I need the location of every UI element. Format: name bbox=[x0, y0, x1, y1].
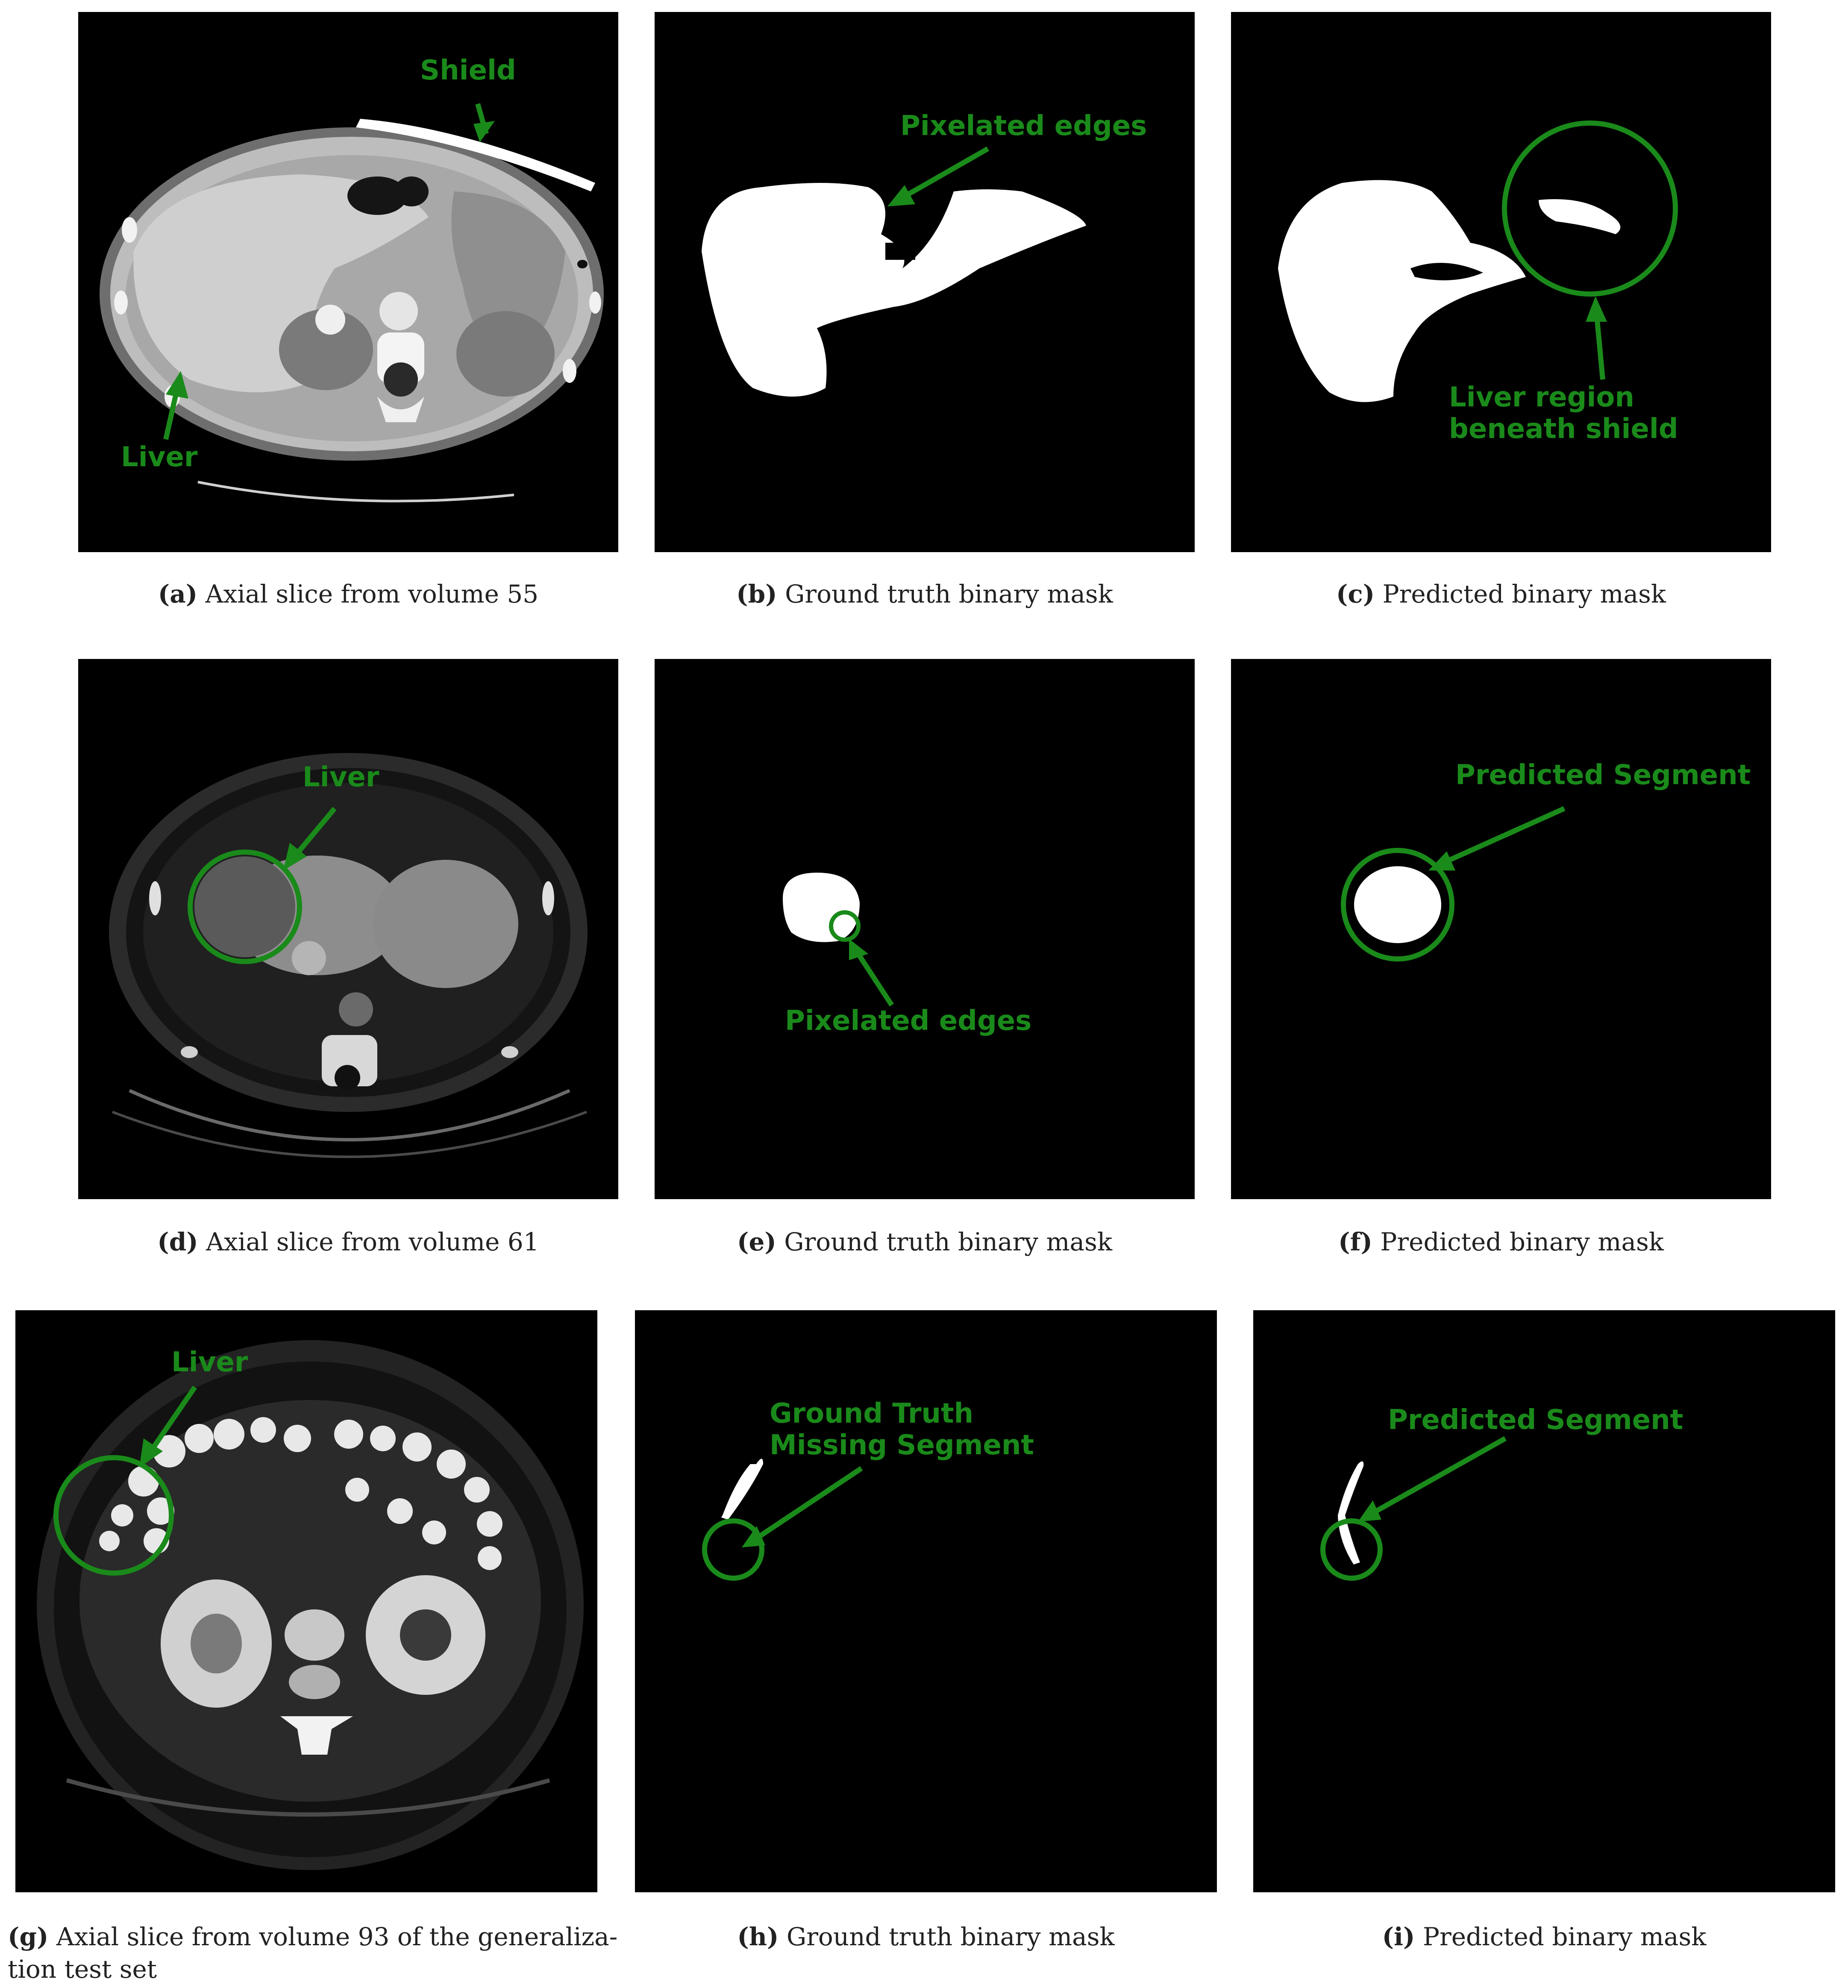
caption-e: (e) Ground truth binary mask bbox=[655, 1226, 1195, 1258]
annotation-liver: Liver bbox=[303, 762, 379, 793]
caption-text: Axial slice from volume 61 bbox=[206, 1227, 539, 1256]
mask-image-i bbox=[1320, 1436, 1507, 1581]
caption-tag: (i) bbox=[1382, 1922, 1415, 1951]
caption-f: (f) Predicted binary mask bbox=[1231, 1226, 1771, 1258]
caption-b: (b) Ground truth binary mask bbox=[655, 578, 1195, 610]
annotation-pixelated-edges: Pixelated edges bbox=[785, 1005, 1032, 1037]
caption-text: Predicted binary mask bbox=[1422, 1922, 1707, 1951]
caption-tag: (f) bbox=[1338, 1227, 1372, 1256]
annotation-liver: Liver bbox=[171, 1347, 248, 1378]
caption-text: Axial slice from volume 55 bbox=[205, 579, 539, 609]
panel-d-ct-slice: Liver bbox=[78, 659, 618, 1199]
caption-d: (d) Axial slice from volume 61 bbox=[78, 1226, 618, 1258]
mask-image-f bbox=[1341, 806, 1566, 962]
caption-text: Ground truth binary mask bbox=[785, 579, 1113, 609]
caption-text: Predicted binary mask bbox=[1382, 579, 1666, 609]
caption-text: Predicted binary mask bbox=[1380, 1227, 1664, 1256]
caption-text: Ground truth binary mask bbox=[784, 1227, 1112, 1256]
caption-h: (h) Ground truth binary mask bbox=[635, 1920, 1217, 1953]
caption-tag: (a) bbox=[158, 579, 198, 609]
panel-f-predicted-mask: Predicted Segment bbox=[1231, 659, 1771, 1199]
annotation-liver: Liver bbox=[121, 441, 198, 473]
caption-tag: (c) bbox=[1336, 579, 1375, 609]
panel-b-ground-truth-mask: Pixelated edges bbox=[655, 12, 1195, 552]
mask-image-b bbox=[702, 146, 1086, 397]
ct-image-g bbox=[37, 1340, 584, 1870]
mask-image-h bbox=[702, 1456, 863, 1581]
annotation-liver-region-beneath-shield: Liver region beneath shield bbox=[1449, 382, 1678, 445]
annotation-shield: Shield bbox=[420, 55, 516, 86]
caption-tag: (b) bbox=[736, 579, 777, 609]
mask-image-c bbox=[1278, 121, 1678, 402]
mask-image-e bbox=[783, 873, 894, 1007]
panel-h-ground-truth-mask: Ground Truth Missing Segment bbox=[635, 1310, 1217, 1892]
caption-c: (c) Predicted binary mask bbox=[1231, 578, 1771, 610]
caption-a: (a) Axial slice from volume 55 bbox=[78, 578, 618, 610]
ct-image-a bbox=[100, 103, 604, 503]
caption-text: Ground truth binary mask bbox=[786, 1922, 1115, 1951]
caption-i: (i) Predicted binary mask bbox=[1253, 1920, 1835, 1953]
panel-i-predicted-mask: Predicted Segment bbox=[1253, 1310, 1835, 1892]
panel-g-ct-slice: Liver bbox=[15, 1310, 597, 1892]
panel-c-predicted-mask: Liver region beneath shield bbox=[1231, 12, 1771, 552]
caption-tag: (d) bbox=[157, 1227, 198, 1256]
annotation-pixelated-edges: Pixelated edges bbox=[900, 110, 1147, 142]
annotation-ground-truth-missing-segment: Ground Truth Missing Segment bbox=[770, 1398, 1034, 1461]
caption-tag: (g) bbox=[8, 1922, 49, 1951]
caption-tag: (e) bbox=[737, 1227, 776, 1256]
ct-image-d bbox=[109, 753, 588, 1158]
annotation-predicted-segment: Predicted Segment bbox=[1455, 759, 1751, 791]
caption-text: Axial slice from volume 93 of the genera… bbox=[8, 1922, 618, 1984]
caption-g: (g) Axial slice from volume 93 of the ge… bbox=[8, 1920, 644, 1985]
panel-e-ground-truth-mask: Pixelated edges bbox=[655, 659, 1195, 1199]
caption-tag: (h) bbox=[737, 1922, 779, 1951]
panel-a-ct-slice: Shield Liver bbox=[78, 12, 618, 552]
annotation-predicted-segment: Predicted Segment bbox=[1388, 1404, 1683, 1436]
